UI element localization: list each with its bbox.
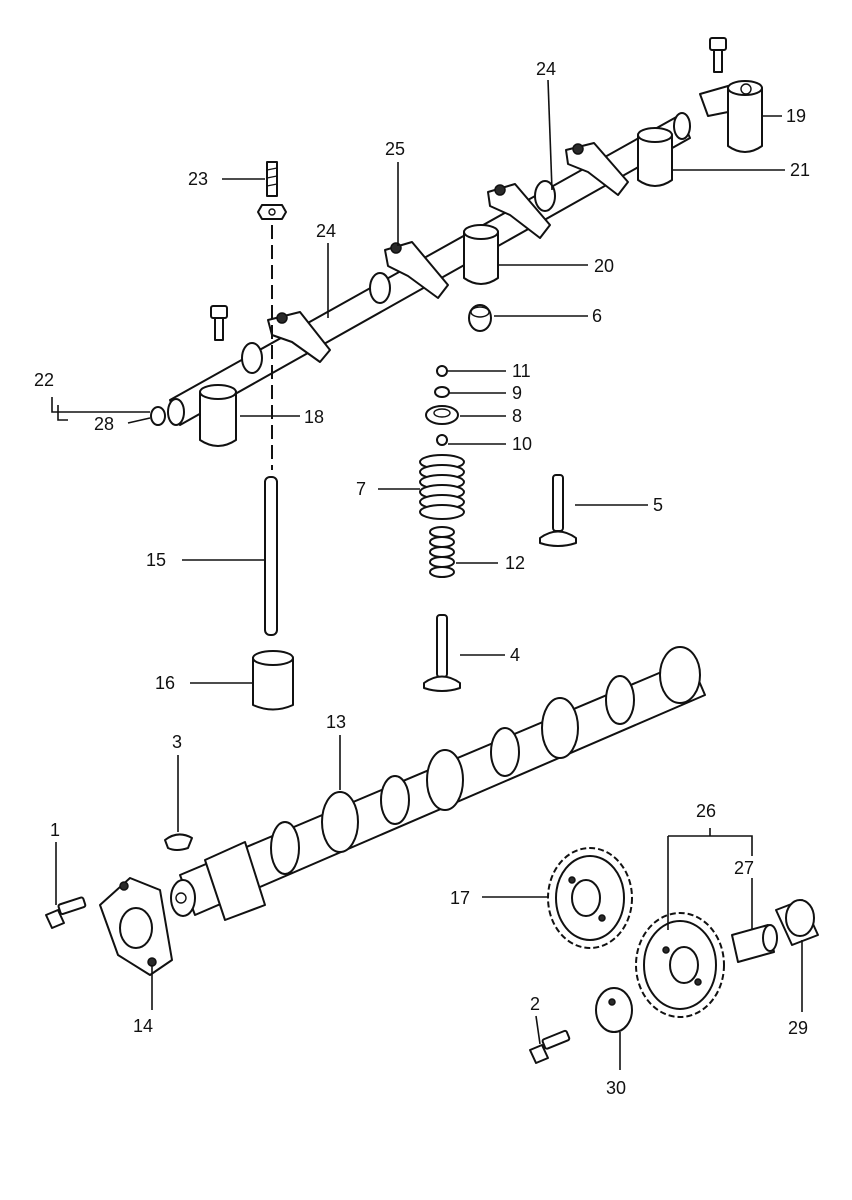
callout-19: 19 [786, 106, 806, 126]
callout-4: 4 [510, 645, 520, 665]
bolt-18-top [210, 305, 228, 341]
callout-24-front: 24 [316, 221, 336, 241]
spring-retainer [425, 405, 459, 425]
callout-6: 6 [592, 306, 602, 326]
callout-17: 17 [450, 888, 470, 908]
callout-23: 23 [188, 169, 208, 189]
valve-cotter-11 [436, 365, 448, 377]
camshaft [170, 646, 706, 921]
callout-2: 2 [530, 994, 540, 1014]
callout-10: 10 [512, 434, 532, 454]
idler-gear [635, 912, 725, 1018]
leader-lines [51, 79, 803, 1070]
camshaft-gear [547, 847, 633, 949]
rocker-support-21 [637, 127, 673, 187]
callout-29: 29 [788, 1018, 808, 1038]
idler-shaft [775, 899, 819, 946]
bolt-1 [45, 896, 87, 929]
callout-7: 7 [356, 479, 366, 499]
callout-14: 14 [133, 1016, 153, 1036]
intake-valve [423, 614, 461, 692]
rocker-support-18 [199, 384, 237, 447]
bolt-19-top [709, 37, 727, 73]
ring-28 [150, 406, 166, 426]
rocker-arm-rear-b [565, 142, 629, 196]
callout-25: 25 [385, 139, 405, 159]
inner-valve-spring [429, 526, 455, 578]
plug [468, 304, 492, 332]
callout-5: 5 [653, 495, 663, 515]
callout-21: 21 [790, 160, 810, 180]
rocker-arm-rear-a [487, 183, 551, 239]
rocker-support-20 [463, 224, 499, 285]
callout-11: 11 [512, 361, 531, 381]
callout-27: 27 [734, 858, 754, 878]
valve-seal [436, 434, 448, 446]
callout-26: 26 [696, 801, 716, 821]
callout-3: 3 [172, 732, 182, 752]
valve-cotter-9 [434, 386, 450, 398]
outer-valve-spring [419, 454, 465, 520]
bolt-2 [529, 1029, 571, 1064]
exhaust-valve [539, 474, 577, 547]
callout-labels: 1 2 3 4 5 6 7 8 9 10 11 12 13 14 15 16 1… [34, 59, 810, 1098]
callout-16: 16 [155, 673, 175, 693]
thrust-plate [99, 877, 173, 976]
push-rod [264, 476, 278, 636]
callout-8: 8 [512, 406, 522, 426]
rocker-support-19 [699, 80, 763, 153]
callout-18: 18 [304, 407, 324, 427]
thrust-washer [595, 987, 633, 1033]
callout-20: 20 [594, 256, 614, 276]
callout-13: 13 [326, 712, 346, 732]
callout-9: 9 [512, 383, 522, 403]
callout-28: 28 [94, 414, 114, 434]
callout-15: 15 [146, 550, 166, 570]
callout-1: 1 [50, 820, 60, 840]
callout-30: 30 [606, 1078, 626, 1098]
callout-22: 22 [34, 370, 54, 390]
valve-tappet [252, 650, 294, 711]
woodruff-key [164, 833, 193, 851]
adjusting-screw [257, 161, 287, 220]
callout-24-rear: 24 [536, 59, 556, 79]
callout-12: 12 [505, 553, 525, 573]
idler-bushing [731, 924, 778, 963]
